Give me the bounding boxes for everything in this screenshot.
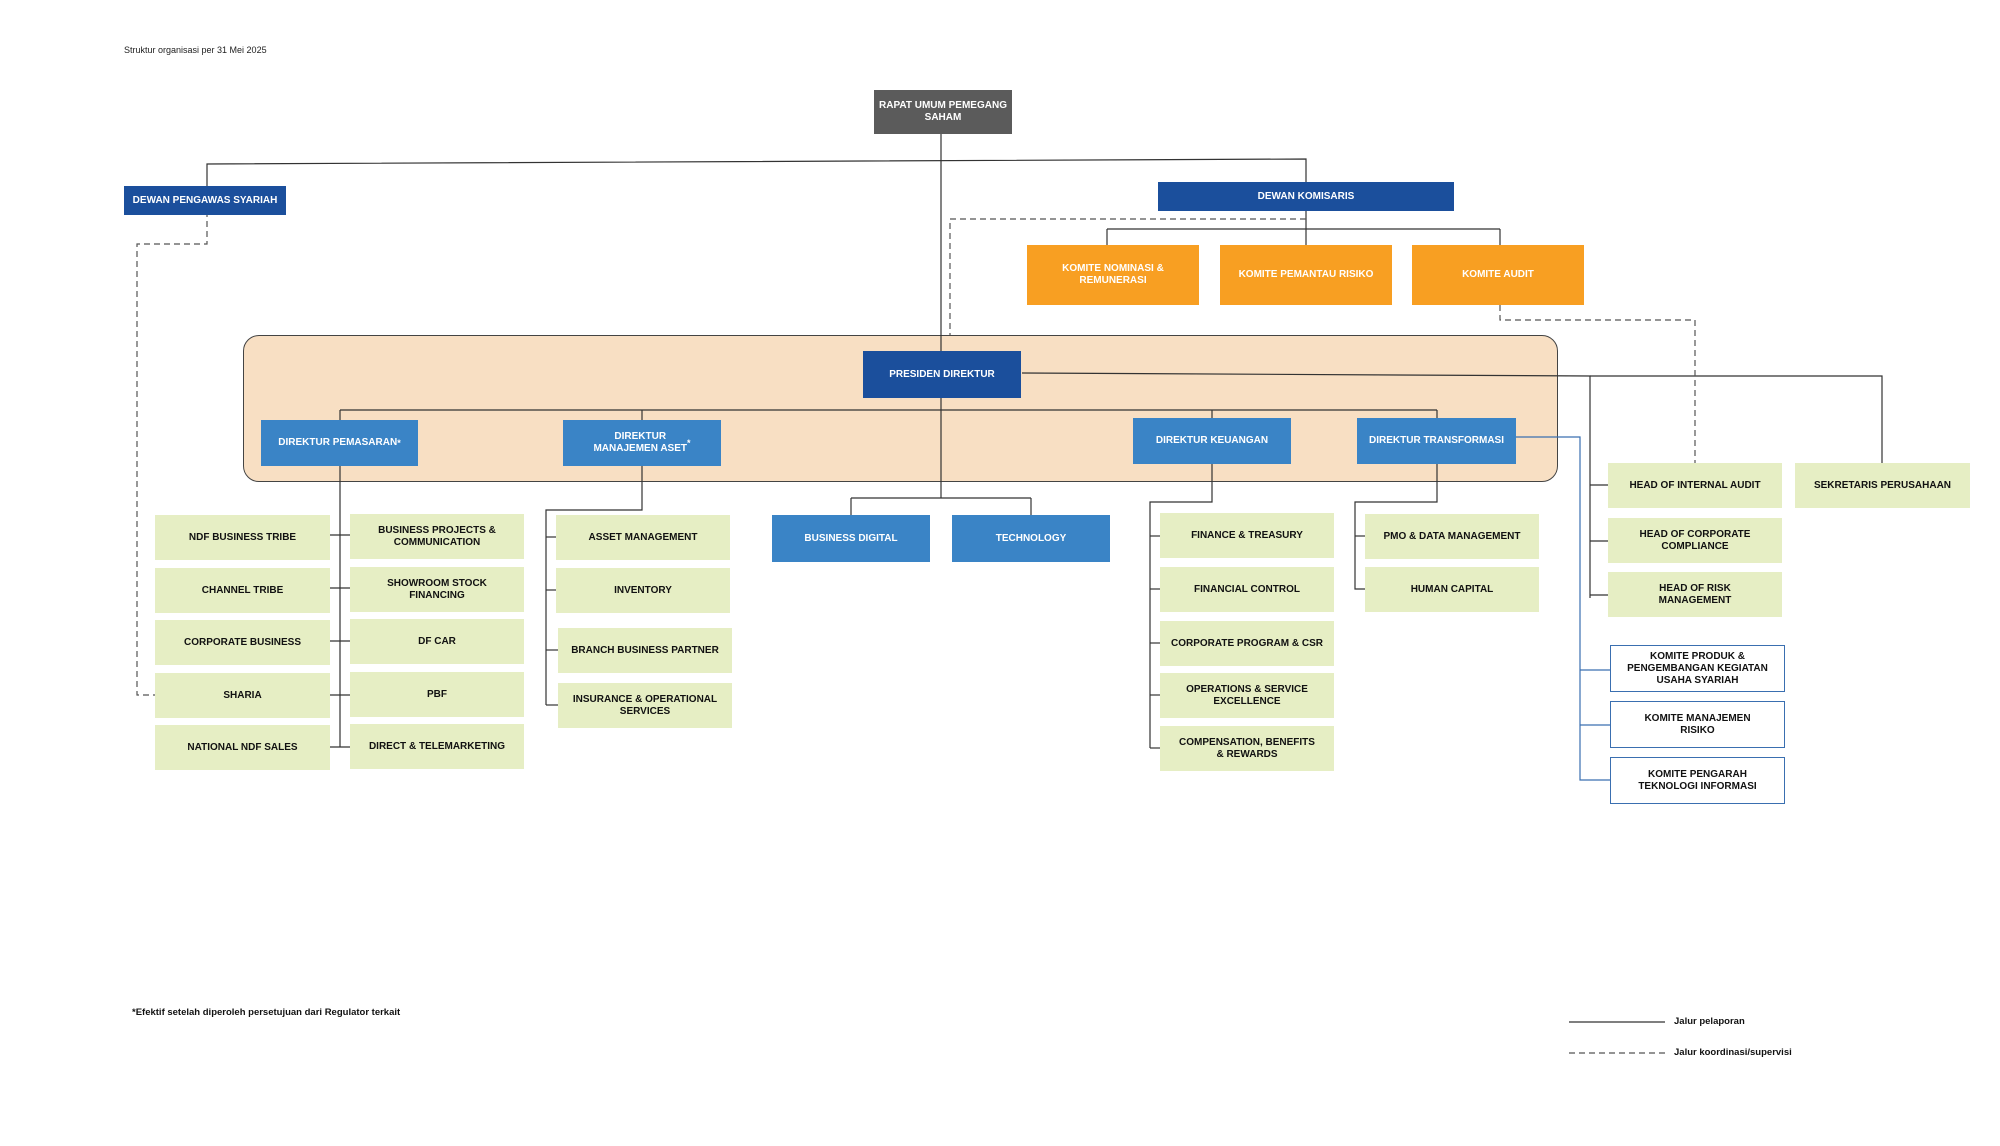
header-note: Struktur organisasi per 31 Mei 2025 <box>124 45 267 55</box>
komite-eksekutif-box[interactable]: KOMITE PENGARAH TEKNOLOGI INFORMASI <box>1610 757 1785 804</box>
presiden-direktur-box[interactable]: PRESIDEN DIREKTUR <box>863 351 1021 398</box>
pemasaran-unit[interactable]: SHARIA <box>155 673 330 718</box>
direktur-keuangan-box[interactable]: DIREKTUR KEUANGAN <box>1133 418 1291 464</box>
aset-unit[interactable]: ASSET MANAGEMENT <box>556 515 730 560</box>
rups-box[interactable]: RAPAT UMUM PEMEGANG SAHAM <box>874 90 1012 134</box>
komite-eksekutif-box[interactable]: KOMITE MANAJEMEN RISIKO <box>1610 701 1785 748</box>
pemasaran-unit[interactable]: CHANNEL TRIBE <box>155 568 330 613</box>
aset-unit[interactable]: INSURANCE & OPERATIONAL SERVICES <box>558 683 732 728</box>
pemasaran-unit[interactable]: BUSINESS PROJECTS & COMMUNICATION <box>350 514 524 559</box>
komite-nominasi-box[interactable]: KOMITE NOMINASI & REMUNERASI <box>1027 245 1199 305</box>
keuangan-unit[interactable]: FINANCIAL CONTROL <box>1160 567 1334 612</box>
keuangan-unit[interactable]: COMPENSATION, BENEFITS & REWARDS <box>1160 726 1334 771</box>
pemasaran-unit[interactable]: PBF <box>350 672 524 717</box>
keuangan-unit[interactable]: CORPORATE PROGRAM & CSR <box>1160 621 1334 666</box>
dewan-komisaris-box[interactable]: DEWAN KOMISARIS <box>1158 182 1454 211</box>
komite-eksekutif-box[interactable]: KOMITE PRODUK & PENGEMBANGAN KEGIATAN US… <box>1610 645 1785 692</box>
head-unit[interactable]: HEAD OF INTERNAL AUDIT <box>1608 463 1782 508</box>
direktur-pemasaran-label: DIREKTUR PEMASARAN <box>278 437 398 448</box>
pemasaran-unit[interactable]: DIRECT & TELEMARKETING <box>350 724 524 769</box>
direktur-manajemen-aset-label: DIREKTUR MANAJEMEN ASET <box>593 431 687 454</box>
dewan-pengawas-syariah-box[interactable]: DEWAN PENGAWAS SYARIAH <box>124 186 286 215</box>
direktur-transformasi-box[interactable]: DIREKTUR TRANSFORMASI <box>1357 418 1516 464</box>
direktur-pemasaran-box[interactable]: DIREKTUR PEMASARAN* <box>261 420 418 466</box>
komite-audit-box[interactable]: KOMITE AUDIT <box>1412 245 1584 305</box>
pemasaran-unit[interactable]: NATIONAL NDF SALES <box>155 725 330 770</box>
keuangan-unit[interactable]: FINANCE & TREASURY <box>1160 513 1334 558</box>
legend-solid-label: Jalur pelaporan <box>1674 1016 1745 1027</box>
keuangan-unit[interactable]: OPERATIONS & SERVICE EXCELLENCE <box>1160 673 1334 718</box>
transformasi-unit[interactable]: HUMAN CAPITAL <box>1365 567 1539 612</box>
sekretaris-perusahaan-box[interactable]: SEKRETARIS PERUSAHAAN <box>1795 463 1970 508</box>
transformasi-unit[interactable]: PMO & DATA MANAGEMENT <box>1365 514 1539 559</box>
technology-box[interactable]: TECHNOLOGY <box>952 515 1110 562</box>
aset-unit[interactable]: INVENTORY <box>556 568 730 613</box>
head-unit[interactable]: HEAD OF RISK MANAGEMENT <box>1608 572 1782 617</box>
pemasaran-unit[interactable]: CORPORATE BUSINESS <box>155 620 330 665</box>
footnote: *Efektif setelah diperoleh persetujuan d… <box>132 1007 401 1018</box>
aset-unit[interactable]: BRANCH BUSINESS PARTNER <box>558 628 732 673</box>
direktur-manajemen-aset-box[interactable]: DIREKTUR MANAJEMEN ASET* <box>563 420 721 466</box>
legend-dashed-label: Jalur koordinasi/supervisi <box>1674 1047 1792 1058</box>
business-digital-box[interactable]: BUSINESS DIGITAL <box>772 515 930 562</box>
pemasaran-unit[interactable]: SHOWROOM STOCK FINANCING <box>350 567 524 612</box>
komite-pemantau-risiko-box[interactable]: KOMITE PEMANTAU RISIKO <box>1220 245 1392 305</box>
pemasaran-unit[interactable]: NDF BUSINESS TRIBE <box>155 515 330 560</box>
pemasaran-unit[interactable]: DF CAR <box>350 619 524 664</box>
head-unit[interactable]: HEAD OF CORPORATE COMPLIANCE <box>1608 518 1782 563</box>
